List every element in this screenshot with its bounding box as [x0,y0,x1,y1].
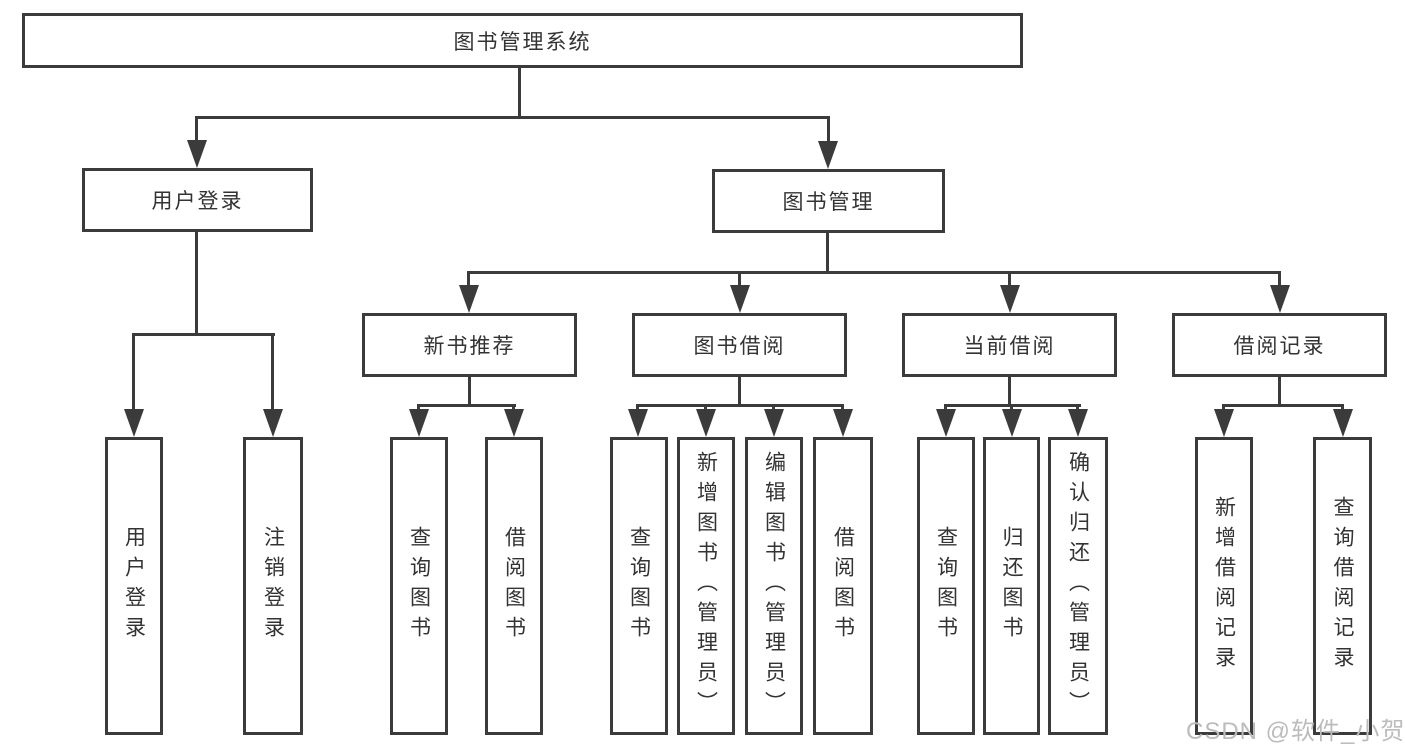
leaf-query-books-recommend: 查询图书 [390,437,448,735]
arrow-to-query-borrow-record [1333,409,1353,437]
connector-drop-query-books-1 [417,404,420,413]
leaf-label: 查询图书 [627,526,651,646]
node-library-system: 图书管理系统 [22,13,1023,68]
leaf-borrow-books-recommend: 借阅图书 [485,437,543,735]
connector-drop-user-login [195,116,198,144]
connector-borrow-records-rail [1222,404,1344,407]
leaf-label: 注销登录 [261,526,285,646]
arrow-to-add-borrow-record [1214,409,1234,437]
arrow-to-add-book [696,409,716,437]
arrow-to-leaf-logout [263,409,283,437]
leaf-query-borrow-record: 查询借阅记录 [1313,437,1372,735]
connector-drop-borrow-records [1278,271,1281,289]
csdn-watermark: CSDN @软件_小贺同学 [1186,718,1405,745]
connector-drop-leaf-user-login [132,333,135,413]
connector-drop-book-management [827,116,830,144]
connector-drop-return-books [1010,404,1013,413]
connector-drop-edit-book [772,404,775,413]
arrow-to-new-book-recommend [459,285,479,313]
arrow-to-book-borrowing [730,285,750,313]
leaf-label: 归还图书 [1000,526,1023,646]
leaf-query-books-current: 查询图书 [917,437,975,735]
connector-borrow-records-stem [1278,377,1281,407]
connector-new-book-rail [417,404,516,407]
connector-drop-add-borrow-record [1222,404,1225,413]
node-current-borrowing: 当前借阅 [902,313,1117,377]
connector-drop-add-book [704,404,707,413]
arrow-to-book-management [818,141,838,169]
connector-user-login-rail [132,333,275,336]
leaf-user-login: 用户登录 [105,437,163,735]
leaf-label: 借阅图书 [831,526,855,646]
connector-drop-borrow-books-1 [512,404,515,413]
leaf-label: 查询图书 [934,526,958,646]
leaf-borrow-books-borrowing: 借阅图书 [813,437,873,735]
leaf-edit-book-admin: 编辑图书（管理员） [745,437,803,735]
node-new-book-recommend: 新书推荐 [362,313,577,377]
connector-level3-rail [467,271,1281,274]
leaf-label: 借阅图书 [502,526,526,646]
arrow-to-edit-book [764,409,784,437]
connector-level2-rail [195,116,830,119]
connector-book-management-stem [826,233,829,274]
leaf-label: 确认归还（管理员） [1066,451,1090,721]
connector-current-borrowing-stem [1008,377,1011,407]
connector-drop-borrow-books-2 [841,404,844,413]
leaf-label: 新增借阅记录 [1212,496,1236,676]
arrow-to-return-books [1002,409,1022,437]
arrow-to-leaf-user-login [124,409,144,437]
leaf-logout: 注销登录 [243,437,303,735]
connector-drop-leaf-logout [271,333,274,413]
node-borrow-records: 借阅记录 [1172,313,1387,377]
arrow-to-current-borrowing [1000,285,1020,313]
connector-new-book-stem [468,377,471,407]
node-book-borrowing: 图书借阅 [632,313,847,377]
leaf-label: 用户登录 [122,526,146,646]
leaf-label: 查询图书 [407,526,431,646]
connector-user-login-stem [195,232,198,336]
arrow-to-query-books-1 [409,409,429,437]
arrow-to-borrow-books-1 [504,409,524,437]
node-book-management: 图书管理 [712,169,945,233]
leaf-add-book-admin: 新增图书（管理员） [677,437,735,735]
leaf-label: 新增图书（管理员） [694,451,718,721]
leaf-label: 查询借阅记录 [1331,496,1354,676]
connector-book-borrowing-stem [738,377,741,407]
connector-drop-query-books-3 [944,404,947,413]
node-user-login: 用户登录 [82,168,313,232]
arrow-to-borrow-books-2 [833,409,853,437]
connector-drop-confirm-return [1076,404,1079,413]
arrow-to-user-login [187,140,207,168]
arrow-to-confirm-return [1068,409,1088,437]
connector-drop-current-borrowing [1008,271,1011,289]
connector-drop-book-borrowing [738,271,741,289]
leaf-confirm-return-admin: 确认归还（管理员） [1048,437,1108,735]
connector-root-stem [518,68,521,119]
connector-drop-new-book [467,271,470,289]
leaf-return-books: 归还图书 [983,437,1040,735]
arrow-to-borrow-records [1270,285,1290,313]
leaf-add-borrow-record: 新增借阅记录 [1195,437,1253,735]
arrow-to-query-books-3 [936,409,956,437]
arrow-to-query-books-2 [628,409,648,437]
leaf-query-books-borrowing: 查询图书 [610,437,668,735]
connector-book-borrowing-rail [636,404,844,407]
connector-drop-query-books-2 [636,404,639,413]
connector-drop-query-borrow-record [1341,404,1344,413]
leaf-label: 编辑图书（管理员） [762,451,786,721]
